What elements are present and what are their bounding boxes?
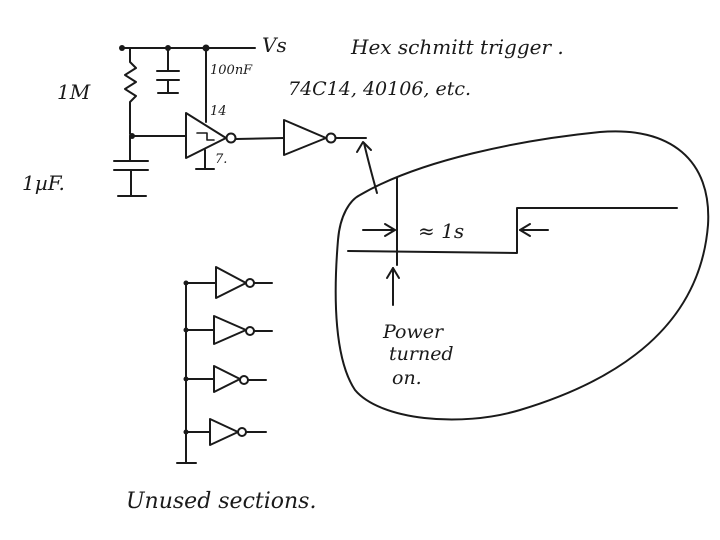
unused-inverter <box>183 266 273 299</box>
capacitor-1uf-label: 1µF. <box>22 171 65 195</box>
supply-rail <box>119 44 256 52</box>
output-waveform <box>347 177 678 306</box>
unused-inverter <box>183 365 267 393</box>
unused-inverter <box>183 315 273 345</box>
unused-sections-label: Unused sections. <box>126 489 316 514</box>
delay-label: ≈ 1s <box>418 219 464 243</box>
pin-7-label: 7. <box>215 152 227 167</box>
power-label-line-2: turned <box>389 343 454 365</box>
capacitor-100nf-label: 100nF <box>210 63 253 78</box>
resistor-1m <box>124 47 137 135</box>
pin-14-label: 14 <box>210 104 227 119</box>
title-label: Hex schmitt trigger . <box>350 35 564 59</box>
capacitor-100nf <box>156 47 180 94</box>
power-label-line-3: on. <box>392 367 422 389</box>
resistor-label: 1M <box>57 80 91 104</box>
power-label-line-1: Power <box>382 321 445 343</box>
capacitor-1uf <box>113 135 149 197</box>
unused-sections <box>176 266 273 464</box>
parts-label: 74C14, 40106, etc. <box>288 78 471 100</box>
output-inverter <box>235 119 367 156</box>
supply-label: Vs <box>262 33 287 57</box>
output-to-bubble-arrow <box>356 141 378 194</box>
unused-inverter <box>183 418 267 446</box>
waveform-bubble <box>334 130 710 421</box>
